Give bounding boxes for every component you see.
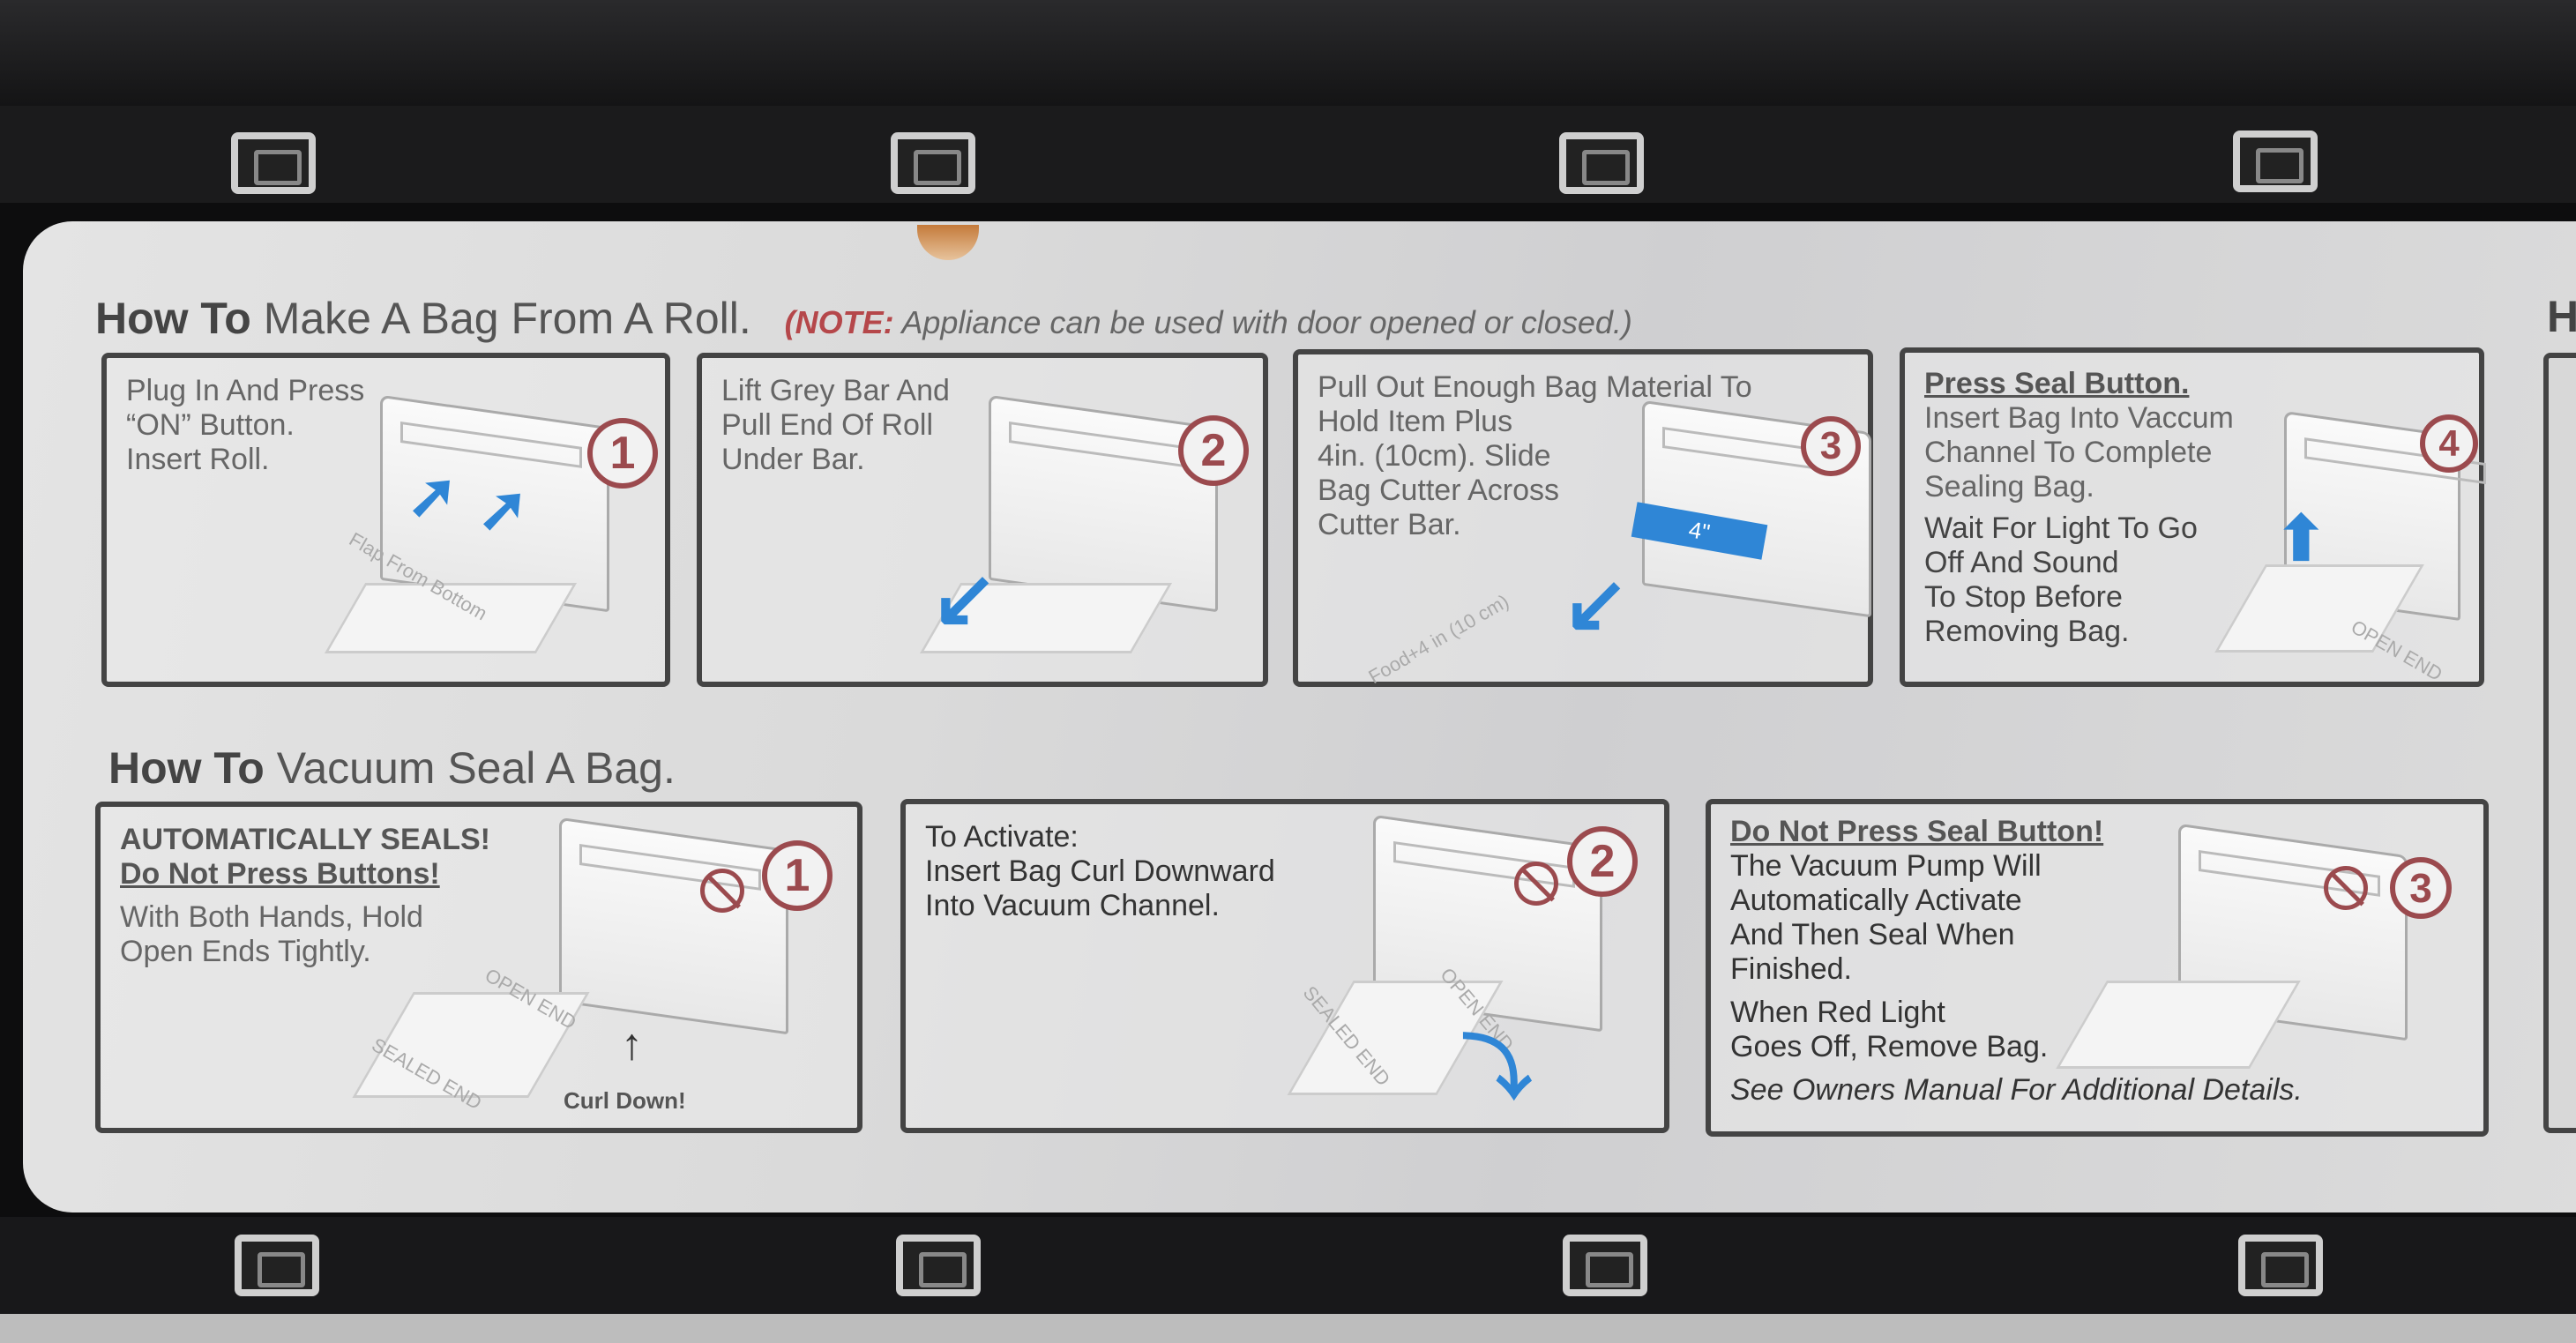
next-panel-title: H	[2547, 292, 2576, 341]
line: Bag Cutter Across	[1318, 474, 1560, 507]
step-text: Plug In And Press “ON” Button. Insert Ro…	[126, 374, 364, 477]
step-text: Lift Grey Bar And Pull End Of Roll Under…	[721, 374, 950, 477]
clip	[891, 132, 975, 194]
no-press-icon	[1514, 862, 1558, 906]
arrow-icon: ➚	[477, 474, 529, 543]
line: Pull End Of Roll	[721, 408, 933, 442]
line: Off And Sound	[1924, 546, 2119, 579]
clip	[1559, 132, 1644, 194]
title-rest: Make A Bag From A Roll.	[263, 294, 751, 343]
line: Wait For Light To Go	[1924, 511, 2198, 545]
step-heading: Press Seal Button.	[1924, 367, 2190, 400]
line: Open Ends Tightly.	[120, 935, 371, 968]
line: Removing Bag.	[1924, 615, 2130, 648]
line: Into Vacuum Channel.	[925, 889, 1220, 922]
step-number: 3	[1801, 416, 1861, 476]
surface	[0, 1314, 2576, 1343]
line: With Both Hands, Hold	[120, 900, 423, 934]
line: Automatically Activate	[1730, 884, 2022, 917]
step-number: 1	[587, 418, 658, 489]
step-number: 4	[2420, 414, 2478, 473]
line: Cutter Bar.	[1318, 508, 1461, 541]
sealer-illustration	[989, 394, 1218, 613]
line: Hold Item Plus	[1318, 405, 1513, 438]
step-number: 2	[1178, 415, 1249, 486]
step-text: To Activate: Insert Bag Curl Downward In…	[925, 820, 1275, 923]
line: And Then Seal When	[1730, 918, 2015, 951]
line: To Activate:	[925, 820, 1079, 854]
curl-arrow-icon: ⤵	[1461, 1029, 1532, 1108]
food-label: Food+4 in (10 cm)	[1364, 589, 1513, 689]
step-heading: Do Not Press Seal Button!	[1730, 815, 2104, 848]
step-subheading: Do Not Press Buttons!	[120, 857, 440, 891]
line: The Vacuum Pump Will	[1730, 849, 2042, 883]
line: Insert Roll.	[126, 443, 270, 476]
line: “ON” Button.	[126, 408, 295, 442]
clip	[235, 1235, 319, 1296]
line: To Stop Before	[1924, 580, 2123, 614]
clip	[231, 132, 316, 194]
line: Channel To Complete	[1924, 436, 2213, 469]
next-panel-partial	[2543, 353, 2576, 1133]
line: Under Bar.	[721, 443, 865, 476]
top-rail	[0, 106, 2576, 203]
step-number: 2	[1567, 826, 1638, 897]
arrow-icon: ⬆	[2275, 504, 2327, 573]
up-arrow-icon: ↑	[621, 1019, 643, 1069]
vacuum-step-3: Do Not Press Seal Button! The Vacuum Pum…	[1706, 799, 2489, 1137]
line: Sealing Bag.	[1924, 470, 2094, 504]
roll-step-2: Lift Grey Bar And Pull End Of Roll Under…	[697, 353, 1268, 687]
arrow-icon: ➚	[407, 461, 459, 530]
line: Pull Out Enough Bag Material To	[1318, 370, 1752, 404]
line: When Red Light	[1730, 996, 1945, 1029]
line: Plug In And Press	[126, 374, 365, 407]
step-number: 1	[762, 840, 833, 911]
step-text: Do Not Press Seal Button! The Vacuum Pum…	[1730, 815, 2303, 1108]
line: Goes Off, Remove Bag.	[1730, 1030, 2049, 1063]
vacuum-step-1: AUTOMATICALLY SEALS! Do Not Press Button…	[95, 802, 862, 1133]
section-title-roll: How To Make A Bag From A Roll. (NOTE: Ap…	[95, 293, 1632, 344]
vacuum-step-2: To Activate: Insert Bag Curl Downward In…	[900, 799, 1669, 1133]
curved-arrow-icon: ↙	[931, 555, 998, 643]
title-rest: Vacuum Seal A Bag.	[276, 743, 676, 793]
manual-note: See Owners Manual For Additional Details…	[1730, 1073, 2303, 1107]
title-bold: How To	[95, 294, 251, 343]
step-text: AUTOMATICALLY SEALS! Do Not Press Button…	[120, 823, 490, 969]
clip	[896, 1235, 981, 1296]
step-number: 3	[2390, 857, 2452, 919]
no-press-icon	[700, 869, 744, 913]
step-text: Press Seal Button. Insert Bag Into Vaccu…	[1924, 367, 2234, 649]
bottom-rail	[0, 1217, 2576, 1314]
line: Lift Grey Bar And	[721, 374, 950, 407]
roll-step-3: Pull Out Enough Bag Material To Hold Ite…	[1293, 349, 1873, 689]
line: 4in. (10cm). Slide	[1318, 439, 1551, 473]
note: (NOTE: Appliance can be used with door o…	[785, 304, 1632, 340]
line: Finished.	[1730, 952, 1852, 986]
roll-step-1: Plug In And Press “ON” Button. Insert Ro…	[101, 353, 670, 687]
line: Insert Bag Into Vaccum	[1924, 401, 2234, 435]
section-title-vacuum: How To Vacuum Seal A Bag.	[108, 742, 676, 794]
step-text: Pull Out Enough Bag Material To Hold Ite…	[1318, 370, 1752, 542]
note-text: Appliance can be used with door opened o…	[901, 304, 1632, 340]
line: Insert Bag Curl Downward	[925, 854, 1275, 888]
clip	[1563, 1235, 1647, 1296]
sealer-illustration	[559, 817, 788, 1035]
note-label: (NOTE:	[784, 304, 894, 340]
appliance-lid	[0, 0, 2576, 106]
step-heading: AUTOMATICALLY SEALS!	[120, 823, 490, 856]
no-press-icon	[2324, 866, 2368, 910]
clip	[2238, 1235, 2323, 1296]
curl-down-label: Curl Down!	[564, 1087, 686, 1114]
title-bold: How To	[108, 743, 265, 793]
roll-step-4: Press Seal Button. Insert Bag Into Vaccu…	[1900, 347, 2484, 687]
arrow-icon: ↙	[1563, 560, 1630, 648]
clip	[2233, 131, 2318, 192]
